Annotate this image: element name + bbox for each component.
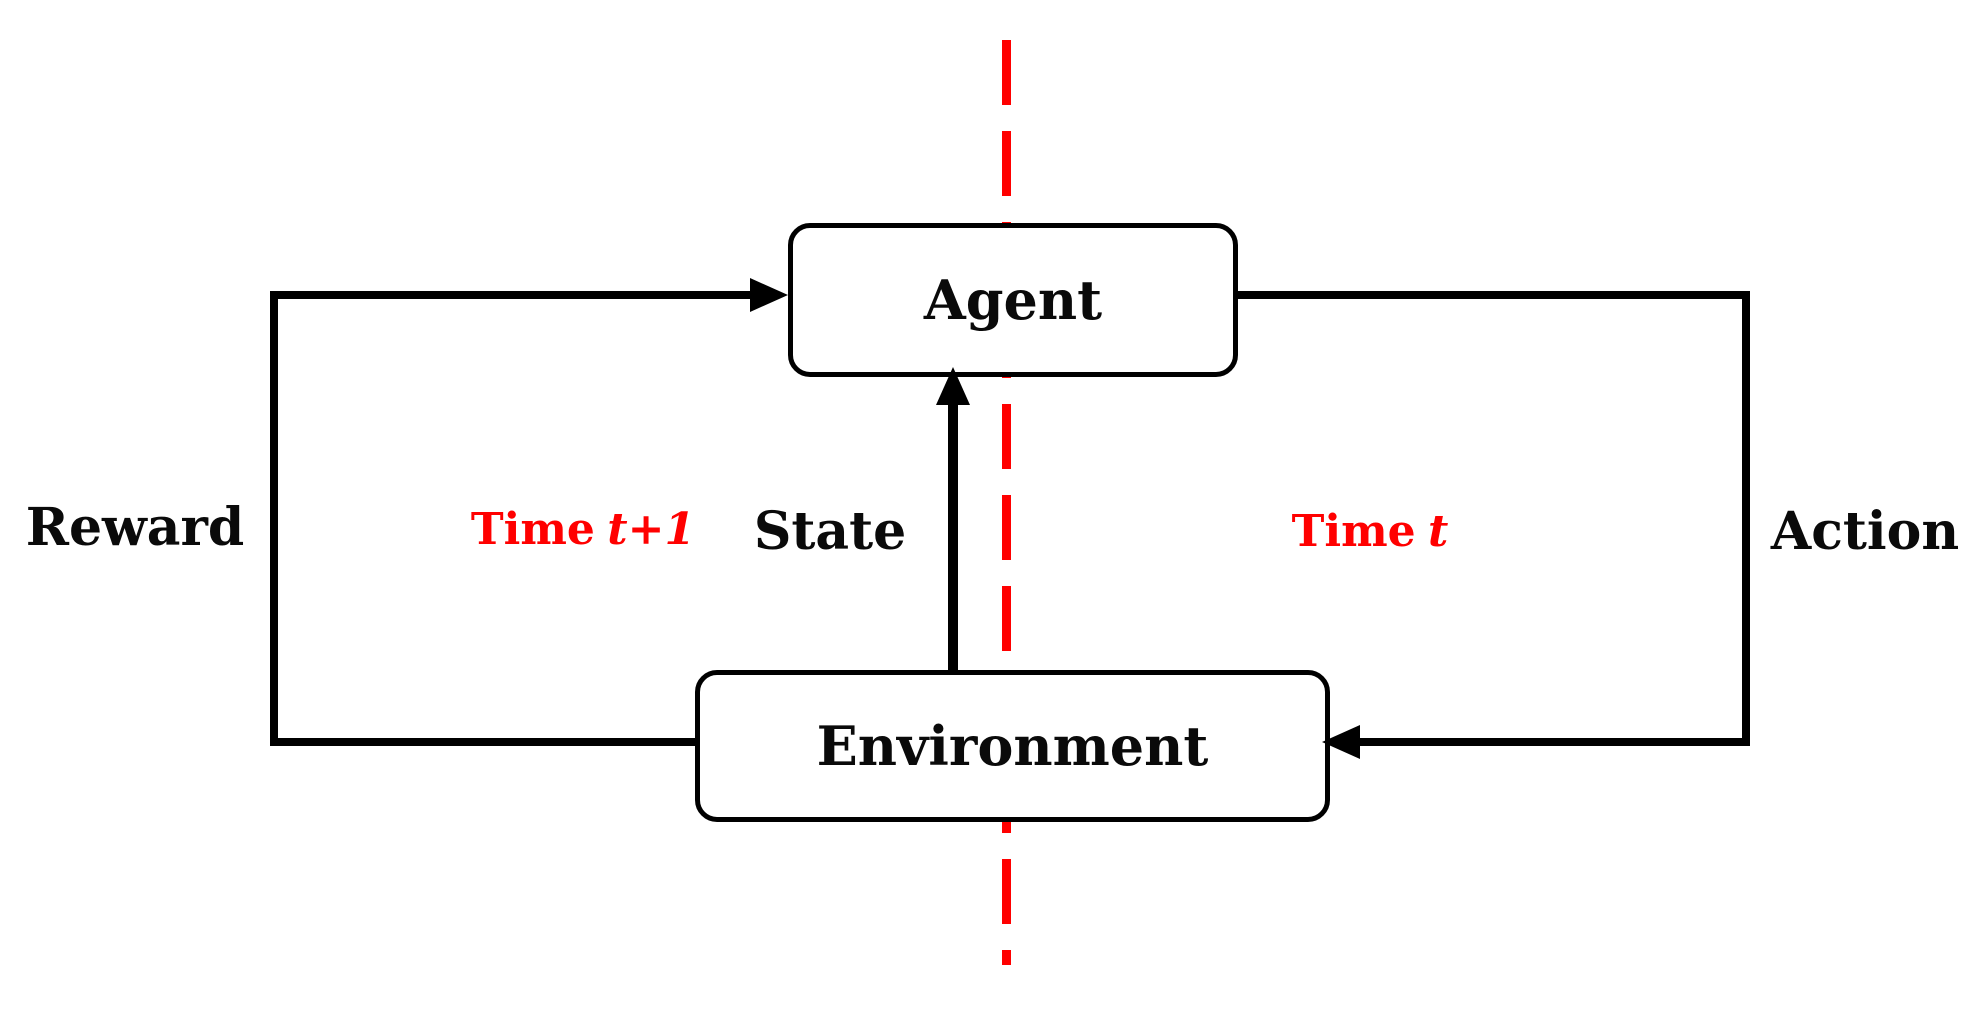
state-edge-segment xyxy=(948,400,958,674)
time-t-plus-1-prefix: Time xyxy=(470,504,595,555)
time-t-prefix: Time xyxy=(1291,506,1416,557)
arrowhead-state-into-agent-icon xyxy=(936,367,970,405)
arrowhead-into-environment-icon xyxy=(1322,725,1360,759)
reward-edge-bottom-segment xyxy=(270,738,700,746)
action-label: Action xyxy=(1770,501,1960,562)
agent-node: Agent xyxy=(788,223,1238,377)
time-t-variable: t xyxy=(1428,506,1449,557)
arrowhead-into-agent-icon xyxy=(750,278,788,312)
time-t-plus-1-variable: t+1 xyxy=(607,504,696,555)
reward-edge-top-segment xyxy=(270,291,754,299)
time-divider-dashed-line xyxy=(1002,40,1011,965)
action-edge-top-segment xyxy=(1224,291,1750,299)
agent-node-label: Agent xyxy=(923,268,1103,332)
action-edge-bottom-segment xyxy=(1354,738,1750,746)
environment-node: Environment xyxy=(695,670,1330,822)
reward-label: Reward xyxy=(25,497,245,558)
action-edge-right-segment xyxy=(1742,291,1750,746)
reward-edge-left-segment xyxy=(270,291,278,746)
environment-node-label: Environment xyxy=(816,714,1209,778)
state-label: State xyxy=(753,501,907,562)
